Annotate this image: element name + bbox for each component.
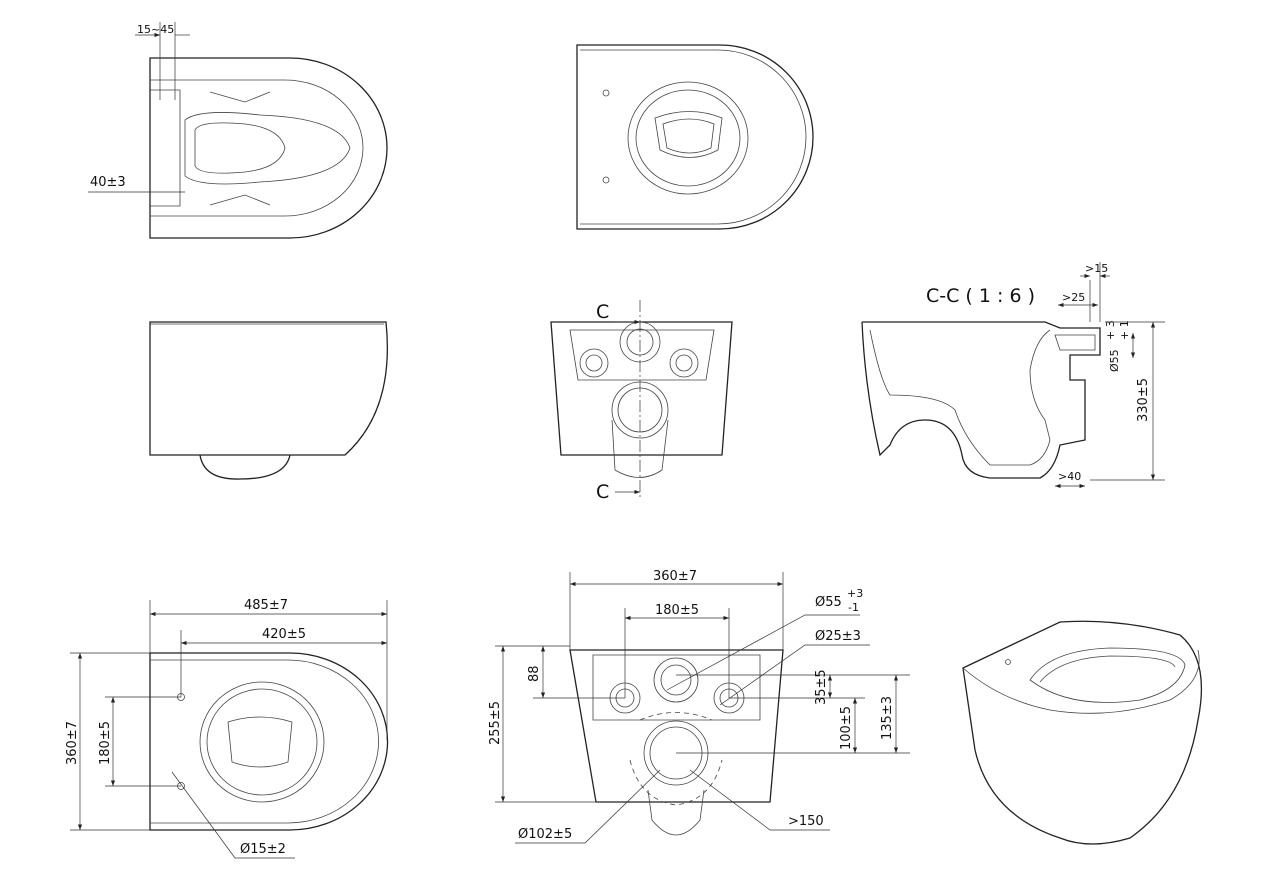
dia55-label: Ø55 bbox=[1108, 349, 1121, 372]
dim-35-label: 35±5 bbox=[814, 669, 829, 705]
hole-spacing-label: 180±5 bbox=[98, 721, 113, 765]
tol-plus3-label: + 3 bbox=[1104, 320, 1117, 340]
dim-gt150-label: >150 bbox=[788, 814, 824, 829]
width-360-label: 360±7 bbox=[65, 721, 80, 765]
side-view bbox=[149, 321, 389, 480]
section-view: C-C ( 1 : 6 ) >15 >25 + 3 + 1 Ø55 330±5 … bbox=[861, 262, 1165, 489]
front-width-label: 360±7 bbox=[653, 569, 697, 584]
length-485-label: 485±7 bbox=[244, 598, 288, 613]
length-420-label: 420±5 bbox=[262, 627, 306, 642]
section-cut-label-top: C bbox=[596, 301, 609, 323]
bolt-spacing-label: 180±5 bbox=[655, 603, 699, 618]
section-title: C-C ( 1 : 6 ) bbox=[926, 285, 1035, 307]
dim-88-label: 88 bbox=[527, 665, 542, 682]
inlet-tol-minus: -1 bbox=[848, 601, 859, 614]
bottom-plan-view: 485±7 420±5 360±7 180±5 Ø15±2 bbox=[65, 598, 389, 859]
dim-offset-label: 40±3 bbox=[90, 175, 126, 190]
top-plan-view: 15~45 40±3 bbox=[88, 22, 388, 239]
height-330-label: 330±5 bbox=[1136, 378, 1151, 422]
isometric-view bbox=[962, 620, 1203, 845]
dim-gt40-label: >40 bbox=[1058, 470, 1081, 483]
bolt-dia-label: Ø25±3 bbox=[815, 629, 861, 644]
dim-clearance-label: 15~45 bbox=[137, 23, 174, 36]
tol-plus1-label: + 1 bbox=[1118, 320, 1131, 340]
section-cut-label-bottom: C bbox=[596, 481, 609, 503]
inlet-dia-label: Ø55 bbox=[815, 595, 842, 610]
dim-100-label: 100±5 bbox=[839, 706, 854, 750]
dim-135-label: 135±3 bbox=[880, 696, 895, 740]
dim-gt25-label: >25 bbox=[1062, 291, 1085, 304]
front-height-label: 255±5 bbox=[488, 701, 503, 745]
inlet-tol-plus: +3 bbox=[847, 587, 863, 600]
dim-gt15-label: >15 bbox=[1085, 262, 1108, 275]
outlet-dia-label: Ø102±5 bbox=[518, 827, 572, 842]
bottom-front-view: 360±7 180±5 Ø55 +3 -1 Ø25±3 255±5 88 35±… bbox=[488, 569, 910, 844]
hole-dia-label: Ø15±2 bbox=[240, 842, 286, 857]
front-view-mid: C C bbox=[550, 300, 733, 503]
top-seat-view bbox=[576, 44, 814, 230]
